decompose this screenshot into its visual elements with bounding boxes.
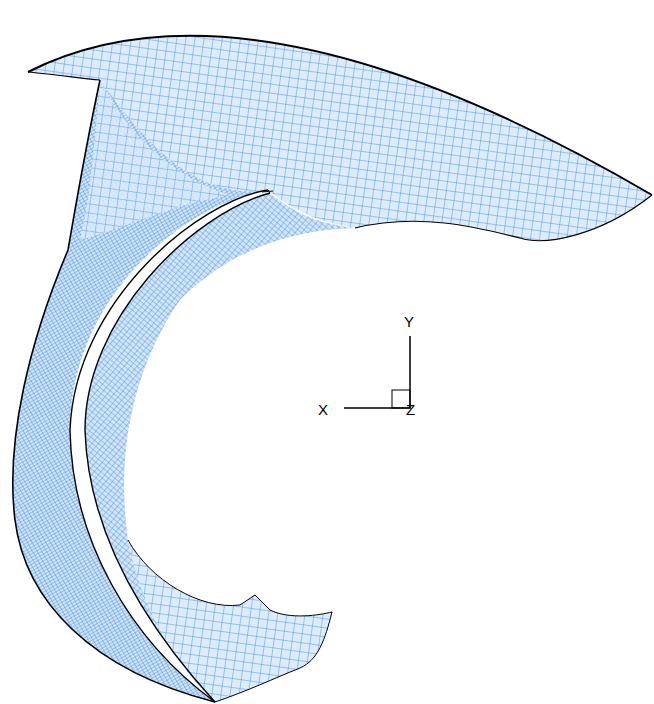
coarse-mesh-region: [80, 80, 230, 240]
axis-label: Y: [404, 314, 414, 329]
lower-boundary: [128, 540, 332, 702]
slot-tip: [262, 190, 273, 193]
outer-boundary: [13, 80, 215, 702]
axis-label: X: [318, 402, 328, 417]
flap-mesh: [85, 193, 355, 702]
inner-boundary: [355, 195, 652, 241]
lower-mesh-region: [128, 540, 332, 702]
coarse-mesh-region: [28, 36, 652, 241]
flap-wall: [85, 193, 270, 702]
slot-wall: [70, 190, 268, 702]
axis-label: Z: [406, 402, 415, 417]
outer-boundary: [28, 72, 100, 80]
outer-boundary: [28, 36, 652, 195]
axis-line: [344, 336, 410, 408]
